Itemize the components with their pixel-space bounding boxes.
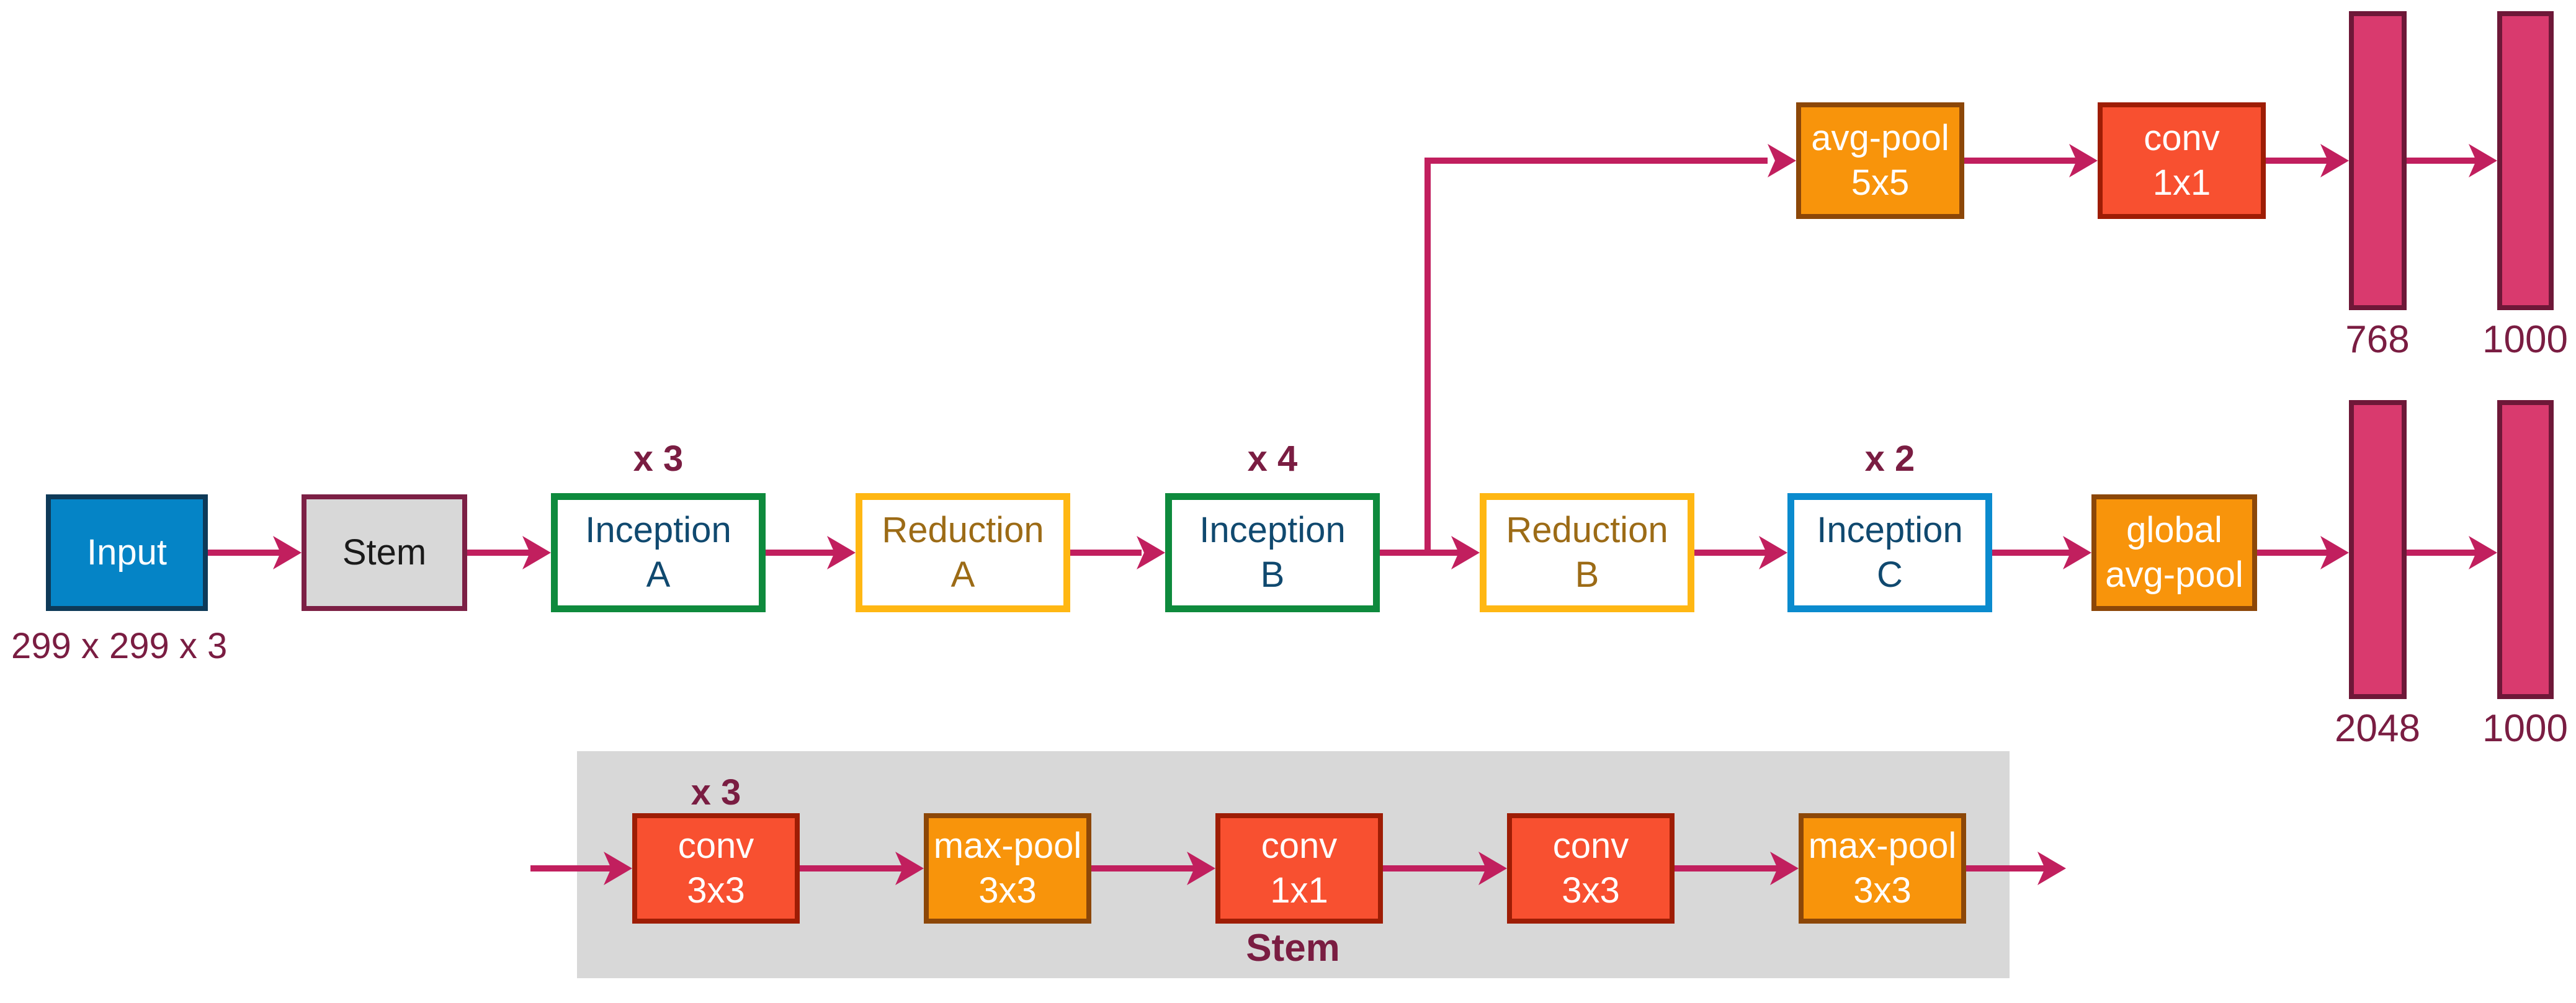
inception-c-line1: Inception [1817, 510, 1963, 550]
fc-bar-1000-bottom-label: 1000 [2482, 707, 2568, 750]
stem-conv2-line1: conv [1261, 826, 1338, 866]
reduction-b-line2: B [1575, 555, 1599, 595]
global-avg-pool-line1: global [2126, 510, 2222, 550]
arrow-conv2-conv3-line [1383, 865, 1486, 871]
arrow-inceptionb-reductionb-line [1380, 550, 1459, 556]
inception-a-line2: A [646, 555, 671, 595]
arrow-reductionb-inceptionc-line [1694, 550, 1766, 556]
reduction-a-line1: Reduction [882, 510, 1044, 550]
arrow-branch-avgpool-head [1768, 144, 1796, 177]
arrow-fc2048-fc1000-line [2407, 550, 2476, 556]
input-dimensions: 299 x 299 x 3 [11, 626, 228, 666]
arrow-maxpool1-conv2-line [1091, 865, 1194, 871]
inception-a-box: Inception A [551, 493, 766, 612]
fc-bar-1000-top [2497, 11, 2554, 310]
stem-maxpool2-line1: max-pool [1808, 826, 1957, 866]
stem-maxpool2-box: max-pool 3x3 [1799, 813, 1966, 924]
stem-conv3-line1: conv [1552, 826, 1629, 866]
arrow-inceptionc-globalpool-line [1992, 550, 2070, 556]
fc-bar-2048 [2349, 400, 2407, 699]
arrow-stem-inceptiona-line [467, 550, 530, 556]
repeat-label-inception-b: x 4 [1247, 439, 1298, 479]
arrow-fc768-fc1000-line [2407, 158, 2476, 164]
fc-bar-2048-label: 2048 [2335, 707, 2420, 750]
arrow-conv3-maxpool2-line [1675, 865, 1778, 871]
arrow-globalpool-fc2048-line [2257, 550, 2328, 556]
repeat-label-inception-a: x 3 [633, 439, 684, 479]
aux-avg-pool-line2: 5x5 [1851, 163, 1910, 203]
aux-avg-pool-box: avg-pool 5x5 [1796, 102, 1964, 219]
fc-bar-1000-bottom [2497, 400, 2554, 699]
repeat-label-stem-conv: x 3 [691, 772, 741, 813]
stem-maxpool1-box: max-pool 3x3 [924, 813, 1091, 924]
reduction-b-box: Reduction B [1480, 493, 1694, 612]
fc-bar-1000-top-label: 1000 [2482, 318, 2568, 361]
reduction-b-line1: Reduction [1506, 510, 1668, 550]
arrow-reductiona-inceptionb-line [1070, 550, 1142, 556]
inception-c-box: Inception C [1787, 493, 1992, 612]
stem-maxpool2-line2: 3x3 [1853, 870, 1912, 911]
fc-bar-768 [2349, 11, 2407, 310]
reduction-a-line2: A [950, 555, 975, 595]
stem-label: Stem [342, 532, 427, 573]
fc-bar-768-label: 768 [2345, 318, 2410, 361]
arrow-stemin-conv1-line [530, 865, 611, 871]
arrow-input-stem-line [208, 550, 280, 556]
arrow-avgpool-conv-line [1964, 158, 2077, 164]
inception-b-box: Inception B [1165, 493, 1380, 612]
input-label: Input [87, 532, 167, 573]
aux-conv-box: conv 1x1 [2098, 102, 2266, 219]
arrow-inceptiona-reductiona-line [766, 550, 834, 556]
stem-conv1-box: conv 3x3 [632, 813, 800, 924]
aux-branch-vertical-line [1424, 158, 1431, 556]
reduction-a-box: Reduction A [856, 493, 1070, 612]
arrow-branch-avgpool-line [1424, 158, 1768, 164]
stem-conv1-line1: conv [678, 826, 754, 866]
stem-detail-caption: Stem [1246, 927, 1340, 970]
arrow-conv1-maxpool1-line [800, 865, 903, 871]
global-avg-pool-box: global avg-pool [2091, 494, 2257, 611]
inception-b-line2: B [1260, 555, 1285, 595]
input-box: Input [46, 494, 208, 611]
stem-conv1-line2: 3x3 [687, 870, 745, 911]
inception-b-line1: Inception [1199, 510, 1346, 550]
stem-maxpool1-line2: 3x3 [978, 870, 1037, 911]
stem-conv3-line2: 3x3 [1562, 870, 1620, 911]
arrow-stemout-line [1966, 865, 2045, 871]
stem-conv3-box: conv 3x3 [1507, 813, 1675, 924]
stem-conv2-line2: 1x1 [1270, 870, 1328, 911]
stem-box: Stem [302, 494, 467, 611]
stem-conv2-box: conv 1x1 [1215, 813, 1383, 924]
repeat-label-inception-c: x 2 [1864, 439, 1915, 479]
arrow-conv-fc768-line [2266, 158, 2328, 164]
inception-a-line1: Inception [585, 510, 731, 550]
stem-maxpool1-line1: max-pool [933, 826, 1082, 866]
aux-avg-pool-line1: avg-pool [1811, 118, 1949, 158]
global-avg-pool-line2: avg-pool [2105, 555, 2243, 595]
aux-conv-line2: 1x1 [2152, 163, 2211, 203]
inception-c-line2: C [1877, 555, 1903, 595]
aux-conv-line1: conv [2144, 118, 2220, 158]
